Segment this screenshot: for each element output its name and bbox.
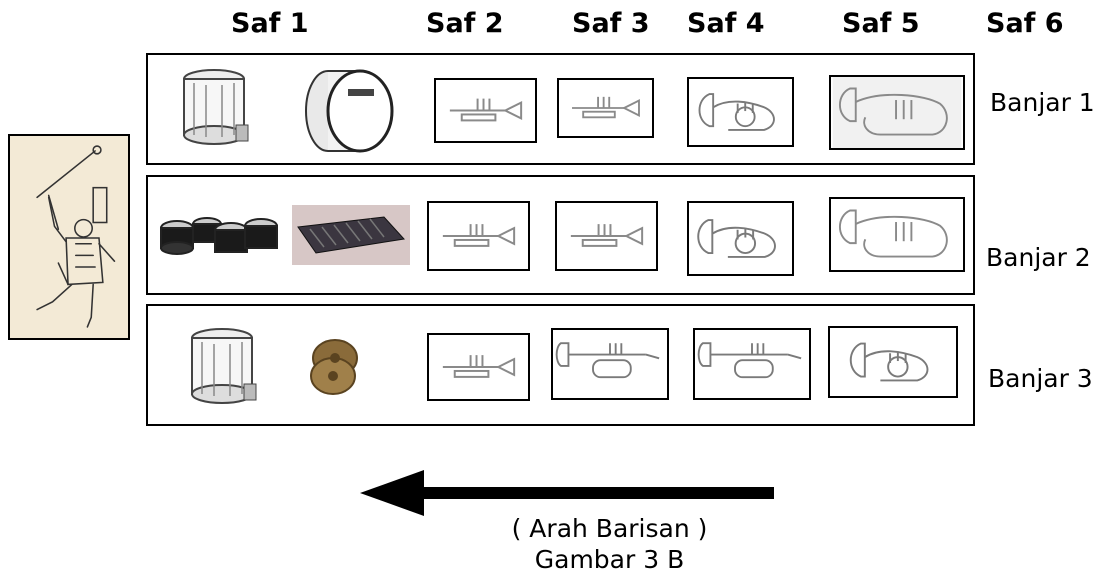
column-header-saf-1: Saf 1	[231, 8, 309, 39]
snare-drum-icon	[188, 322, 260, 412]
direction-label: ( Arah Barisan )	[511, 514, 708, 543]
trumpet-icon	[555, 201, 658, 271]
drum-major-illustration	[8, 134, 130, 340]
tenor-drums-icon	[157, 204, 281, 274]
drum-major-icon	[36, 145, 116, 328]
banjar-2-row	[146, 175, 975, 295]
mellophone-icon	[828, 326, 958, 398]
trumpet-icon	[427, 201, 530, 271]
figure-caption: Gambar 3 B	[534, 545, 685, 574]
column-header-saf-3: Saf 3	[572, 8, 650, 39]
row-label-banjar-3: Banjar 3	[988, 364, 1093, 393]
trumpet-icon	[434, 78, 537, 143]
row-label-banjar-2: Banjar 2	[986, 243, 1091, 272]
column-header-saf-6: Saf 6	[986, 8, 1064, 39]
column-header-saf-4: Saf 4	[687, 8, 765, 39]
bass-drum-icon	[298, 67, 396, 155]
direction-arrow-icon	[360, 470, 778, 516]
trumpet-icon	[557, 78, 654, 138]
baritone-icon	[829, 75, 965, 150]
glockenspiel-icon	[292, 205, 410, 265]
flugelhorn-icon	[693, 328, 811, 400]
cymbals-icon	[305, 330, 365, 400]
baritone-icon	[829, 197, 965, 272]
banjar-1-row	[146, 53, 975, 165]
row-label-banjar-1: Banjar 1	[990, 88, 1095, 117]
snare-drum-icon	[180, 65, 252, 151]
column-header-saf-5: Saf 5	[842, 8, 920, 39]
flugelhorn-icon	[551, 328, 669, 400]
banjar-3-row	[146, 304, 975, 426]
mellophone-icon	[687, 201, 794, 276]
trumpet-icon	[427, 333, 530, 401]
mellophone-icon	[687, 77, 794, 147]
column-header-saf-2: Saf 2	[426, 8, 504, 39]
